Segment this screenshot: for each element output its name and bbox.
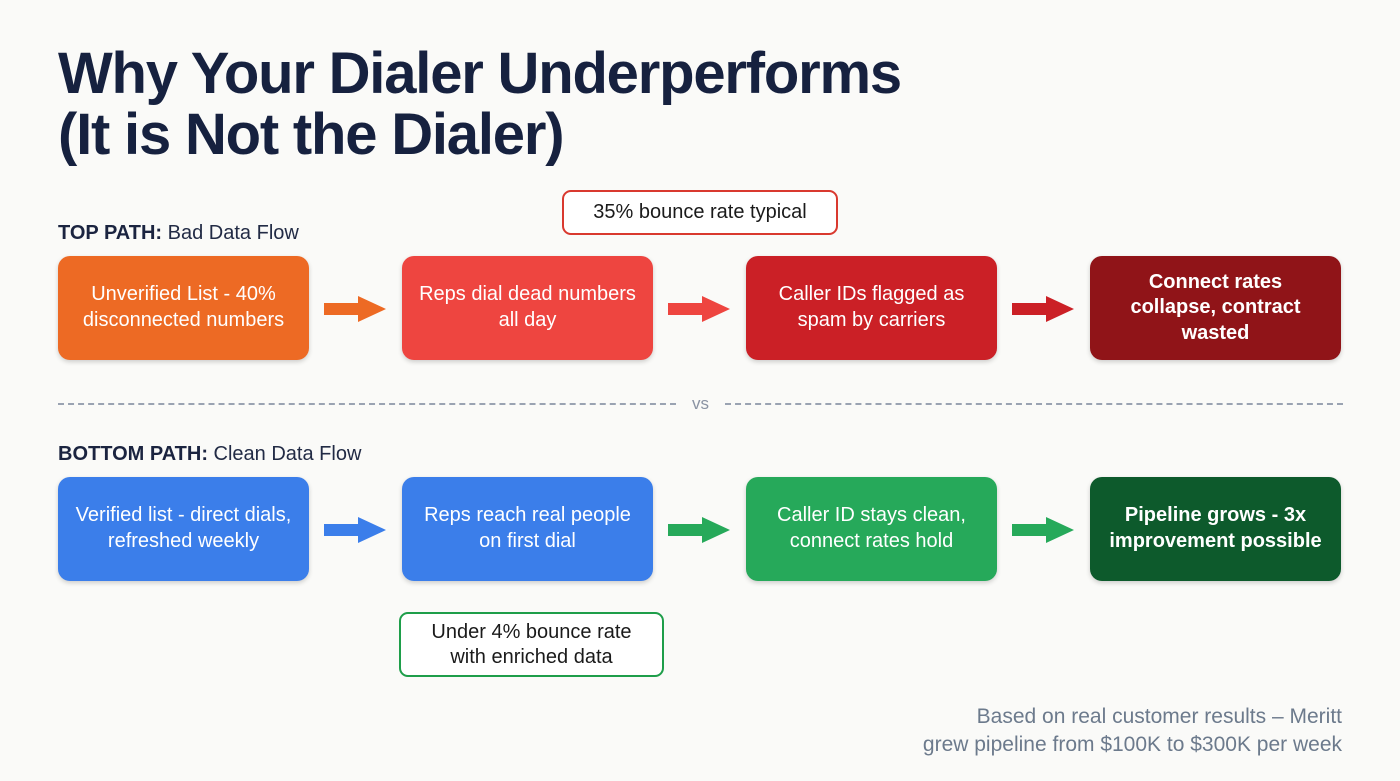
top-path-node-3-text: Caller IDs flagged as spam by carriers (778, 283, 965, 331)
bottom-path-callout-badge: Under 4% bounce rate with enriched data (399, 612, 664, 677)
top-path-callout-text: 35% bounce rate typical (593, 201, 807, 223)
footer-note-line-1: Based on real customer results – Meritt (976, 705, 1342, 728)
arrow-right-icon (668, 296, 730, 322)
bottom-path-callout-text: Under 4% bounce rate with enriched data (431, 620, 632, 668)
bottom-path-node-3: Caller ID stays clean, connect rates hol… (746, 477, 997, 581)
arrow-right-shape (1012, 517, 1074, 543)
page-title: Why Your Dialer Underperforms (It is Not… (58, 41, 1058, 167)
footer-note: Based on real customer results – Meritt … (742, 703, 1342, 760)
top-path-callout-badge: 35% bounce rate typical (562, 190, 838, 235)
arrow-right-shape (324, 517, 386, 543)
divider-vs-label: vs (692, 393, 709, 413)
divider-dash-right (725, 403, 1343, 405)
arrow-right-green (668, 517, 730, 543)
bottom-path-node-4-text: Pipeline grows - 3x improvement possible (1109, 504, 1322, 552)
top-path-node-1: Unverified List - 40% disconnected numbe… (58, 256, 309, 360)
arrow-right-dark-red (1012, 296, 1074, 322)
top-path-node-3: Caller IDs flagged as spam by carriers (746, 256, 997, 360)
top-path-label-rest: Bad Data Flow (162, 222, 299, 244)
top-path-node-2: Reps dial dead numbers all day (402, 256, 653, 360)
arrow-right-red (668, 296, 730, 322)
arrow-right-icon (668, 517, 730, 543)
arrow-right-icon (1012, 517, 1074, 543)
arrow-right-icon (324, 517, 386, 543)
top-path-node-4-text: Connect rates collapse, contract wasted (1130, 270, 1301, 344)
bottom-path-label-rest: Clean Data Flow (207, 443, 362, 465)
bottom-path-node-2: Reps reach real people on first dial (402, 477, 653, 581)
arrow-right-shape (668, 296, 730, 322)
arrow-right-icon (324, 296, 386, 322)
top-path-node-4: Connect rates collapse, contract wasted (1090, 256, 1341, 360)
bottom-path-label-strong: BOTTOM PATH: (58, 443, 208, 465)
arrow-right-green (1012, 517, 1074, 543)
top-path-label-strong: TOP PATH: (58, 222, 163, 244)
arrow-right-shape (668, 517, 730, 543)
footer-note-line-2: grew pipeline from $100K to $300K per we… (922, 733, 1342, 757)
bottom-path-label: BOTTOM PATH: Clean Data Flow (58, 443, 361, 466)
page-title-line-1: Why Your Dialer Underperforms (58, 41, 902, 106)
bottom-path-node-1-text: Verified list - direct dials, refreshed … (75, 504, 292, 552)
top-path-node-2-text: Reps dial dead numbers all day (419, 283, 636, 331)
bottom-path-node-1: Verified list - direct dials, refreshed … (58, 477, 309, 581)
top-path-node-1-text: Unverified List - 40% disconnected numbe… (82, 283, 285, 331)
path-divider: vs (58, 393, 1343, 415)
divider-dash-left (58, 403, 676, 405)
arrow-right-shape (324, 296, 386, 322)
arrow-right-shape (1012, 296, 1074, 322)
top-path-label: TOP PATH: Bad Data Flow (58, 222, 299, 245)
bottom-path-node-3-text: Caller ID stays clean, connect rates hol… (777, 504, 966, 552)
arrow-right-blue (324, 517, 386, 543)
arrow-right-orange (324, 296, 386, 322)
bottom-path-flow-row: Verified list - direct dials, refreshed … (58, 477, 1343, 581)
top-path-flow-row: Unverified List - 40% disconnected numbe… (58, 256, 1343, 360)
page-title-line-2: (It is Not the Dialer) (58, 101, 565, 167)
arrow-right-icon (1012, 296, 1074, 322)
bottom-path-node-2-text: Reps reach real people on first dial (424, 504, 631, 552)
bottom-path-node-4: Pipeline grows - 3x improvement possible (1090, 477, 1341, 581)
